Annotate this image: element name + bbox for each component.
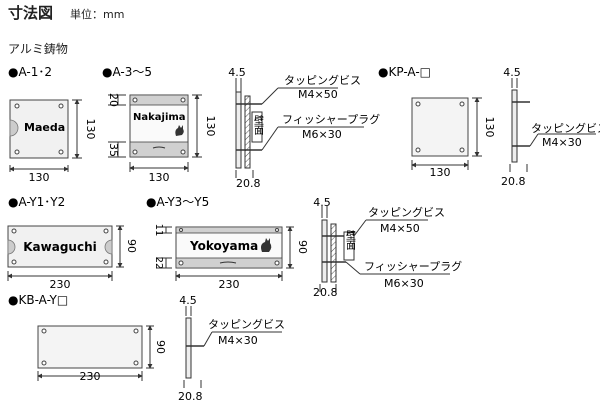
section-label-a12: ●A-1･2 <box>8 65 52 79</box>
wall-label-3: 壁面 <box>344 229 356 251</box>
wall-label-1: 壁面 <box>252 114 264 136</box>
material-label: アルミ鋳物 <box>8 42 68 56</box>
dim-a35-bottom: 35 <box>107 143 120 157</box>
section-label-ay35: ●A-Y3～Y5 <box>146 195 209 209</box>
section-label-kbay: ●KB-A-Y□ <box>8 293 68 307</box>
dim-a12-height: 130 <box>84 119 97 140</box>
side-view-2: 4.5 20.8 タッピングビス M4×30 <box>501 66 600 188</box>
dim-a35-top: 20 <box>107 93 120 107</box>
unit-label: 単位：mm <box>70 8 125 21</box>
screw-name-2: タッピングビス <box>531 121 600 135</box>
screw-name-3: タッピングビス <box>368 205 445 219</box>
screw-size-2: M4×30 <box>542 136 582 149</box>
section-label-kpa: ●KP-A-□ <box>378 65 431 79</box>
dim-ay35-bottom: 22 <box>153 257 164 270</box>
name-text-a35: Nakajima <box>133 112 186 123</box>
dim-side1-bottom: 20.8 <box>236 177 261 190</box>
dim-kpa-width: 130 <box>430 166 451 179</box>
plug-size-1: M6×30 <box>302 128 342 141</box>
dim-a35-side: 130 <box>204 116 217 137</box>
screw-name-4: タッピングビス <box>208 317 285 331</box>
side-view-3: 4.5 壁面 20.8 タッピングビス M4×50 フィッシャープラグ M6×3… <box>313 196 462 299</box>
dim-a12-width: 130 <box>29 171 50 184</box>
plate-a12: Maeda <box>9 99 69 159</box>
screw-size-4: M4×30 <box>218 334 258 347</box>
dim-side4-bottom: 20.8 <box>178 390 203 403</box>
plug-name-3: フィッシャープラグ <box>364 259 462 273</box>
plug-name-1: フィッシャープラグ <box>282 112 380 126</box>
plate-ay35: Yokoyama <box>175 226 283 269</box>
cat-icon <box>175 125 184 136</box>
dim-kpa-height: 130 <box>483 117 496 138</box>
plug-size-3: M6×30 <box>384 277 424 290</box>
side-view-1: 4.5 壁面 20.8 タッピングビス M4×50 フィッシャープラグ M6×3… <box>228 66 380 190</box>
screw-size-1: M4×50 <box>298 88 338 101</box>
section-label-ay12: ●A-Y1･Y2 <box>8 195 65 209</box>
dim-a35-width: 130 <box>149 171 170 184</box>
screw-size-3: M4×50 <box>380 222 420 235</box>
dim-ay12-width: 230 <box>50 278 71 291</box>
page-title: 寸法図 <box>8 4 54 22</box>
plate-kpa <box>411 97 469 157</box>
dim-side2-bottom: 20.8 <box>501 175 526 188</box>
side-view-4: 4.5 20.8 タッピングビス M4×30 <box>178 294 285 403</box>
dim-ay35-width: 230 <box>219 278 240 291</box>
dim-kbay-width: 230 <box>80 370 101 383</box>
cat-icon <box>261 238 272 252</box>
name-text-a12: Maeda <box>24 121 65 134</box>
dim-side1-top: 4.5 <box>228 66 246 79</box>
name-text-ay12: Kawaguchi <box>23 240 96 254</box>
dim-side4-top: 4.5 <box>179 294 197 307</box>
dim-ay35-side: 90 <box>296 240 309 254</box>
dim-ay35-top: 11 <box>153 224 164 237</box>
dim-side3-bottom: 20.8 <box>313 286 338 299</box>
section-label-a35: ●A-3～5 <box>102 65 152 79</box>
plate-kbay <box>37 325 143 369</box>
name-text-ay35: Yokoyama <box>189 239 258 253</box>
plate-a35: Nakajima <box>129 94 189 158</box>
dim-ay12-height: 90 <box>125 239 138 253</box>
dim-side2-top: 4.5 <box>503 66 521 79</box>
screw-name-1: タッピングビス <box>284 73 361 87</box>
dim-kbay-height: 90 <box>154 340 167 354</box>
dim-side3-top: 4.5 <box>313 196 331 209</box>
plate-ay12: Kawaguchi <box>7 225 113 268</box>
